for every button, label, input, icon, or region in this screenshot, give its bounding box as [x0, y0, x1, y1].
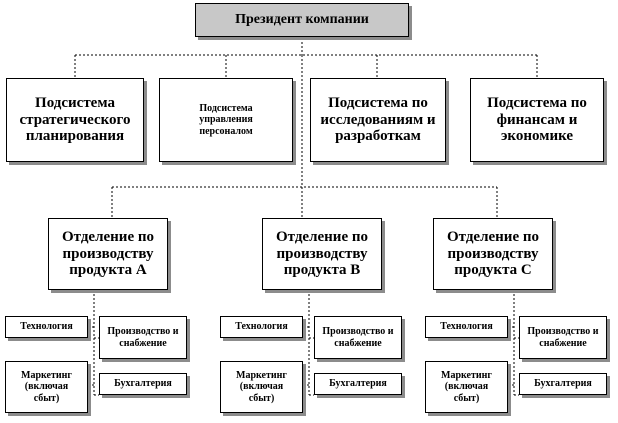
- unit-label: Маркетинг (включая сбыт): [236, 369, 287, 404]
- subsystem-research: Подсистема по исследованиям и разработка…: [310, 78, 446, 162]
- unit-label: Производство и снабжение: [322, 326, 394, 349]
- division-label: Отделение по производству продукта С: [447, 228, 539, 279]
- unit-accounting-b: Бухгалтерия: [314, 373, 402, 395]
- unit-label: Производство и снабжение: [107, 326, 179, 349]
- subsystem-label: Подсистема стратегического планирования: [19, 94, 131, 145]
- unit-label: Технология: [235, 321, 288, 333]
- unit-production-c: Производство и снабжение: [519, 316, 607, 359]
- subsystem-label: Подсистема по финансам и экономике: [487, 94, 587, 145]
- unit-label: Технология: [440, 321, 493, 333]
- division-label: Отделение по производству продукта В: [276, 228, 368, 279]
- subsystem-strategic-planning: Подсистема стратегического планирования: [6, 78, 144, 162]
- unit-marketing-c: Маркетинг (включая сбыт): [425, 361, 508, 413]
- unit-accounting-c: Бухгалтерия: [519, 373, 607, 395]
- unit-production-a: Производство и снабжение: [99, 316, 187, 359]
- unit-technology-b: Технология: [220, 316, 303, 338]
- division-c: Отделение по производству продукта С: [433, 218, 553, 290]
- unit-label: Бухгалтерия: [114, 378, 172, 390]
- subsystem-finance: Подсистема по финансам и экономике: [470, 78, 604, 162]
- unit-label: Производство и снабжение: [527, 326, 599, 349]
- unit-label: Бухгалтерия: [329, 378, 387, 390]
- unit-marketing-a: Маркетинг (включая сбыт): [5, 361, 88, 413]
- subsystem-label: Подсистема управления персоналом: [199, 103, 253, 137]
- unit-technology-a: Технология: [5, 316, 88, 338]
- subsystem-label: Подсистема по исследованиям и разработка…: [320, 94, 436, 145]
- unit-label: Технология: [20, 321, 73, 333]
- unit-label: Маркетинг (включая сбыт): [21, 369, 72, 404]
- unit-marketing-b: Маркетинг (включая сбыт): [220, 361, 303, 413]
- division-b: Отделение по производству продукта В: [262, 218, 382, 290]
- president-box: Президент компании: [195, 3, 409, 37]
- unit-label: Бухгалтерия: [534, 378, 592, 390]
- unit-label: Маркетинг (включая сбыт): [441, 369, 492, 404]
- unit-production-b: Производство и снабжение: [314, 316, 402, 359]
- division-label: Отделение по производству продукта А: [62, 228, 154, 279]
- president-label: Президент компании: [235, 12, 369, 28]
- unit-technology-c: Технология: [425, 316, 508, 338]
- subsystem-personnel: Подсистема управления персоналом: [159, 78, 293, 162]
- unit-accounting-a: Бухгалтерия: [99, 373, 187, 395]
- division-a: Отделение по производству продукта А: [48, 218, 168, 290]
